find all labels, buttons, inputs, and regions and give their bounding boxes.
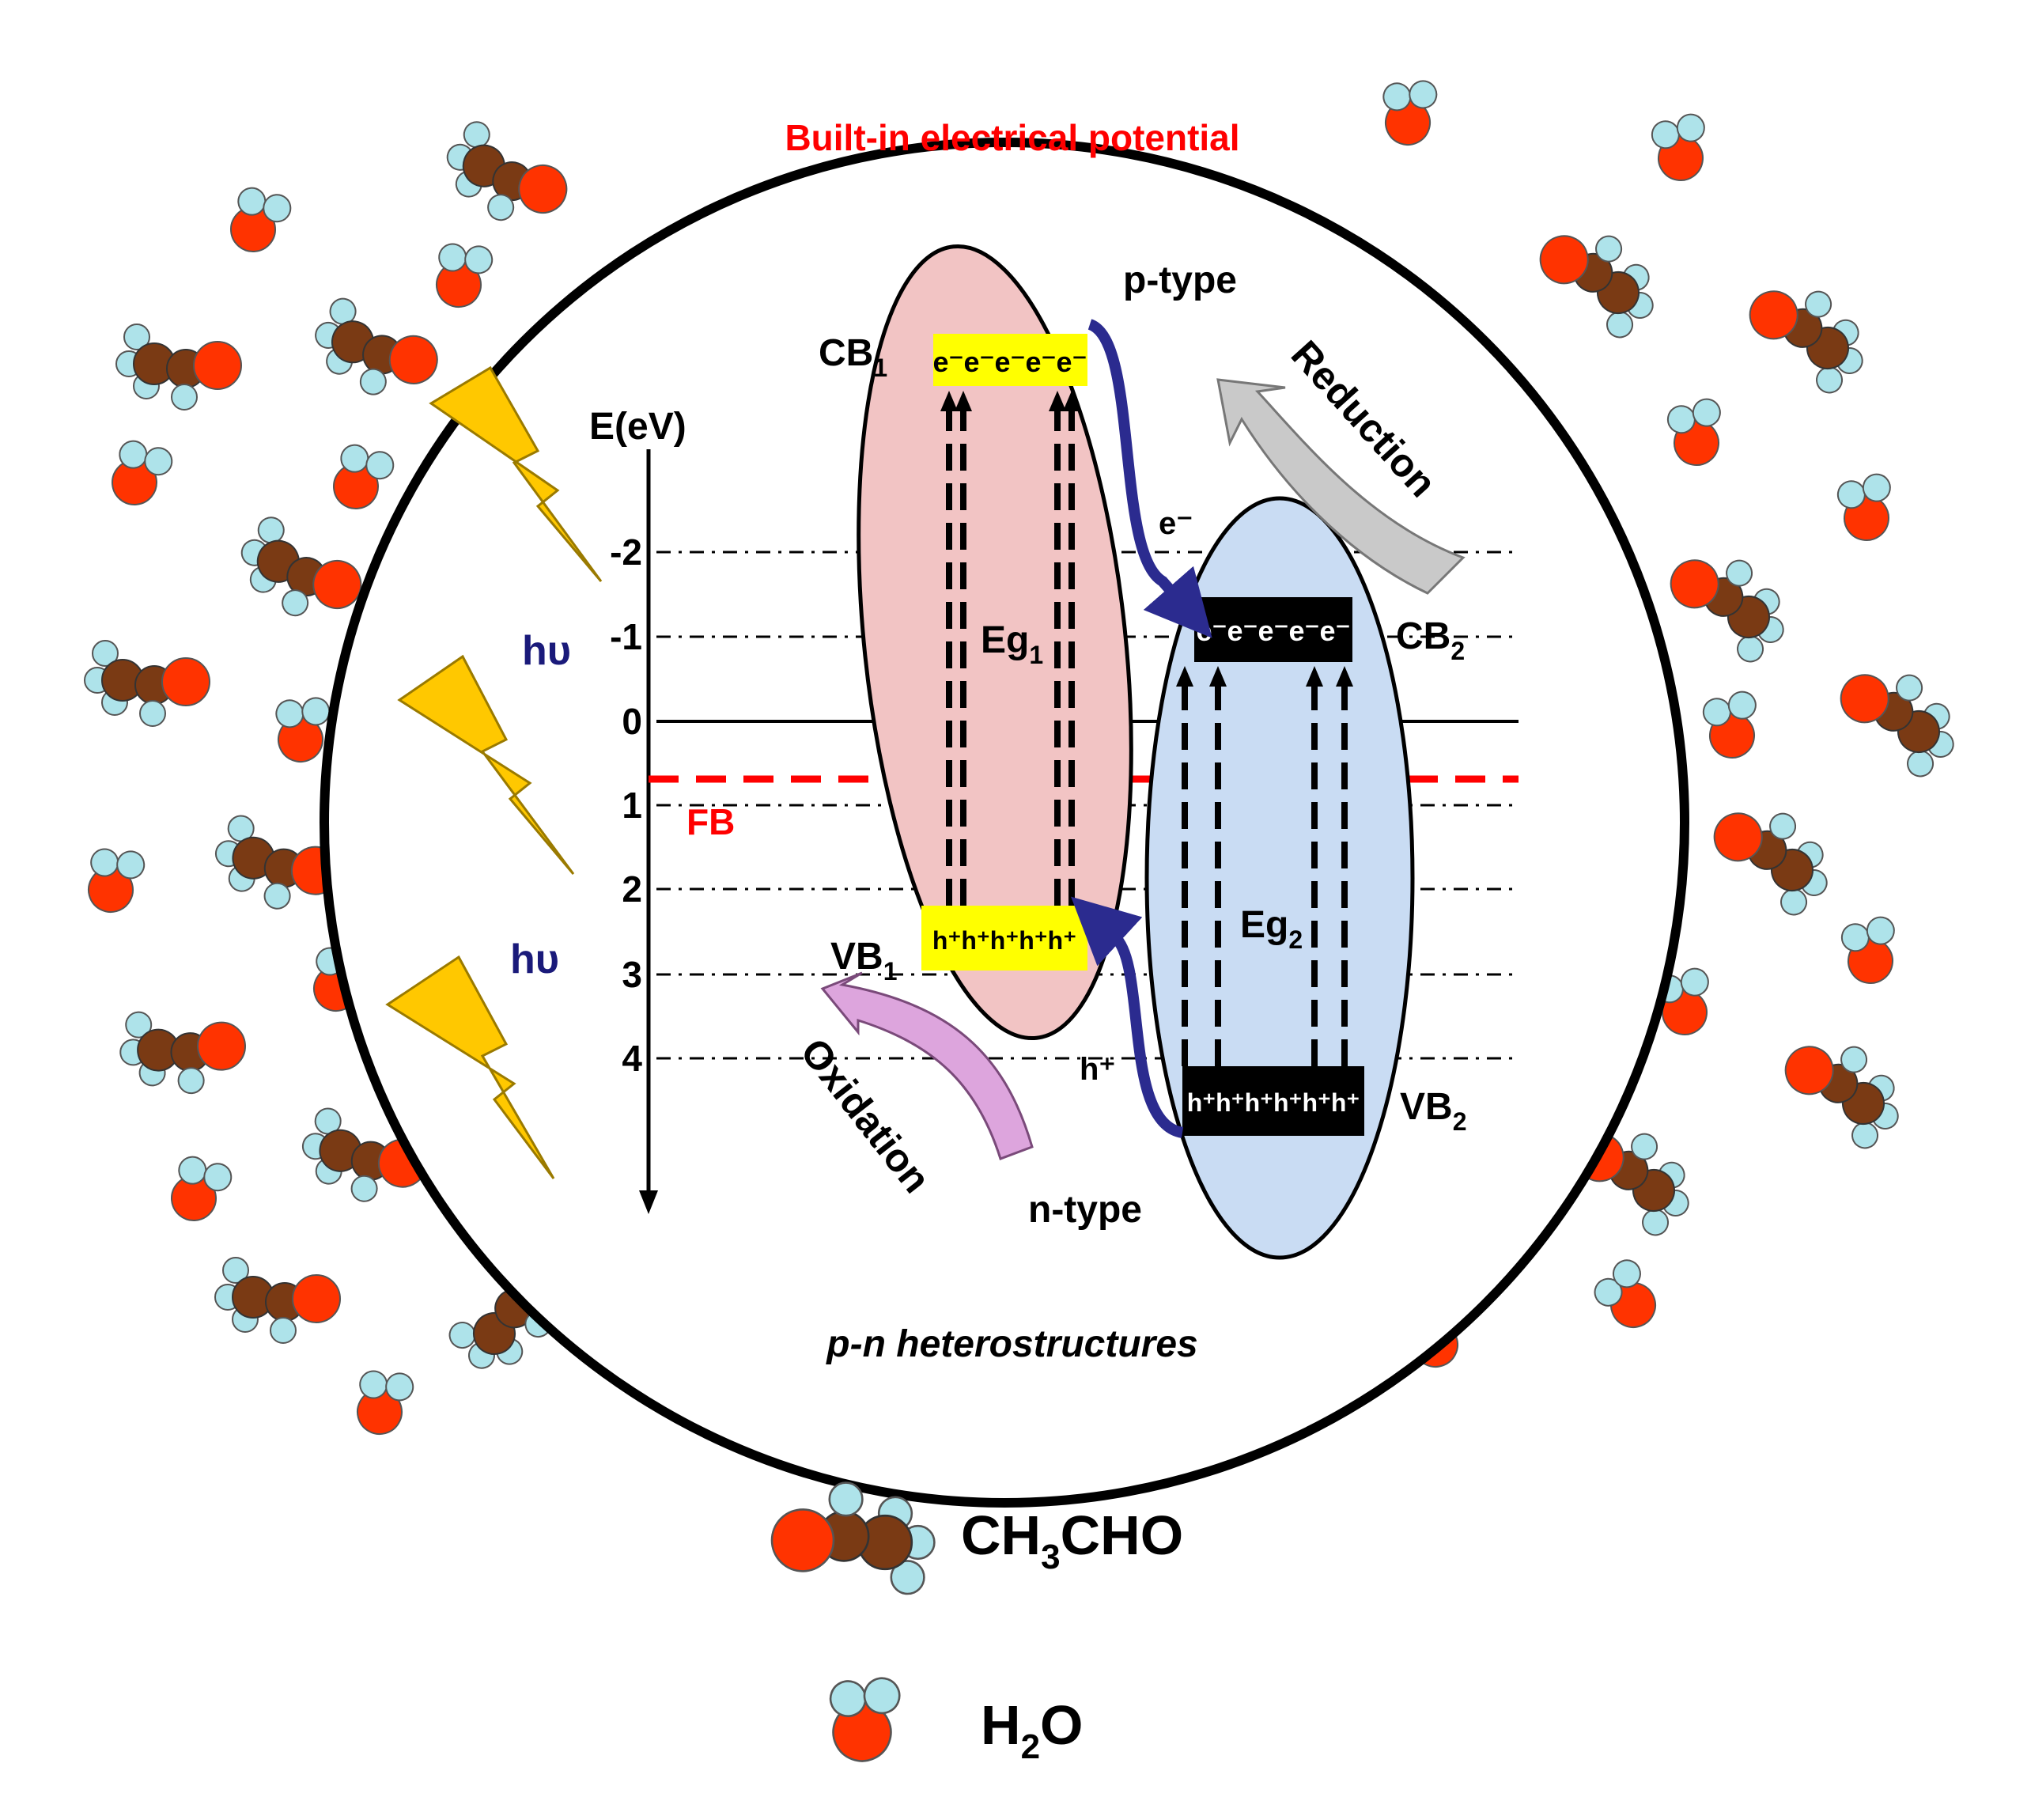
acetaldehyde-icon xyxy=(770,1481,936,1595)
hole-transfer-arrow xyxy=(1071,896,1184,1138)
acetaldehyde-molecule-icon xyxy=(1539,235,1654,339)
p-gap-label: Eg1 xyxy=(981,619,1043,669)
arrowhead-icon xyxy=(1209,666,1227,687)
reduction-arrow-icon xyxy=(1216,378,1466,595)
diagram-caption: p-n heterostructures xyxy=(825,1323,1197,1365)
arrowhead-icon xyxy=(955,391,972,411)
p-cb-label: CB1 xyxy=(819,332,887,382)
water-molecule-icon xyxy=(1594,1259,1656,1328)
axis-tick-label: 0 xyxy=(622,701,642,742)
p-cb-electron-box xyxy=(933,334,1087,386)
p-cb-electrons: e⁻e⁻e⁻e⁻e⁻ xyxy=(932,346,1087,378)
photon-label: hυ xyxy=(510,936,559,982)
n-gap-label: Eg2 xyxy=(1240,904,1303,954)
legend-acetaldehyde-label: CH3CHO xyxy=(961,1504,1183,1576)
water-molecule-icon xyxy=(171,1156,233,1221)
axis-tick-label: 3 xyxy=(622,954,642,995)
axis-tick-label: -2 xyxy=(610,532,642,573)
n-vb-holes: h⁺h⁺h⁺h⁺h⁺h⁺ xyxy=(1187,1088,1360,1117)
acetaldehyde-molecule-icon xyxy=(214,815,340,910)
acetaldehyde-molecule-icon xyxy=(84,640,210,727)
acetaldehyde-molecule-icon xyxy=(1749,290,1863,394)
acetaldehyde-molecule-icon xyxy=(119,1011,246,1095)
acetaldehyde-molecule-icon xyxy=(315,297,438,395)
p-type-label: p-type xyxy=(1123,259,1237,301)
electron-transfer-label: e⁻ xyxy=(1159,506,1193,541)
water-molecule-icon xyxy=(1651,113,1705,181)
lightning-icon xyxy=(385,955,555,1179)
n-cb-electron-box xyxy=(1194,597,1352,662)
water-molecule-icon xyxy=(88,848,146,913)
molecule-field xyxy=(84,80,1954,1435)
acetaldehyde-molecule-icon xyxy=(115,324,242,411)
p-vb-label: VB1 xyxy=(830,936,897,986)
electron-transfer-arrow xyxy=(1087,319,1212,638)
acetaldehyde-molecule-icon xyxy=(214,1257,341,1344)
lightning-icon xyxy=(429,365,603,582)
fermi-level-label: FB xyxy=(686,801,735,842)
water-molecule-icon xyxy=(1840,916,1895,984)
hole-transfer-label: h⁺ xyxy=(1080,1052,1116,1087)
water-molecule-icon xyxy=(436,243,494,308)
arrowhead-icon xyxy=(1176,666,1193,687)
water-icon xyxy=(829,1677,901,1762)
acetaldehyde-molecule-icon xyxy=(1713,812,1828,916)
n-cb-electrons: e⁻e⁻e⁻e⁻e⁻ xyxy=(1196,615,1350,647)
p-vb-holes: h⁺h⁺h⁺h⁺h⁺ xyxy=(932,926,1076,955)
acetaldehyde-molecule-icon xyxy=(446,121,568,221)
axis-tick-label: -1 xyxy=(610,616,642,657)
axis-tick-label: 2 xyxy=(622,868,642,910)
arrowhead-icon xyxy=(1306,666,1323,687)
acetaldehyde-molecule-icon xyxy=(1840,674,1954,778)
arrowhead-icon xyxy=(1336,666,1353,687)
arrowhead-icon xyxy=(1063,391,1080,411)
photon-label: hυ xyxy=(522,628,571,674)
p-vb-hole-box xyxy=(921,906,1087,971)
p-type-ellipse xyxy=(857,244,1133,1041)
n-vb-hole-box xyxy=(1182,1066,1364,1136)
water-molecule-icon xyxy=(1382,80,1438,146)
acetaldehyde-molecule-icon xyxy=(1670,559,1784,663)
acetaldehyde-molecule-icon xyxy=(1784,1046,1899,1149)
water-molecule-icon xyxy=(829,1677,901,1762)
acetaldehyde-molecule-icon xyxy=(240,516,362,617)
arrowhead-icon xyxy=(940,391,958,411)
axis-arrow-icon xyxy=(639,1190,658,1214)
water-molecule-icon xyxy=(1836,473,1891,541)
water-molecule-icon xyxy=(112,440,173,505)
axis-tick-label: 4 xyxy=(622,1038,642,1079)
legend-water-label: H2O xyxy=(981,1694,1084,1766)
water-molecule-icon xyxy=(1702,691,1757,759)
water-molecule-icon xyxy=(1666,398,1721,466)
water-molecule-icon xyxy=(230,187,292,252)
lightning-icon xyxy=(397,654,575,875)
water-molecule-icon xyxy=(357,1370,414,1435)
acetaldehyde-molecule-icon xyxy=(770,1481,936,1595)
water-molecule-icon xyxy=(275,697,331,762)
water-molecule-icon xyxy=(333,444,395,509)
arrowhead-icon xyxy=(1049,391,1066,411)
n-vb-label: VB2 xyxy=(1400,1086,1466,1136)
diagram-title: Built-in electrical potential xyxy=(785,117,1239,158)
axis-label: E(eV) xyxy=(589,406,686,448)
n-type-label: n-type xyxy=(1028,1189,1142,1231)
axis-tick-label: 1 xyxy=(622,785,642,826)
excitation-arrows xyxy=(940,391,1353,1066)
n-cb-label: CB2 xyxy=(1396,615,1465,665)
oxidation-arrow-icon xyxy=(820,971,1034,1160)
